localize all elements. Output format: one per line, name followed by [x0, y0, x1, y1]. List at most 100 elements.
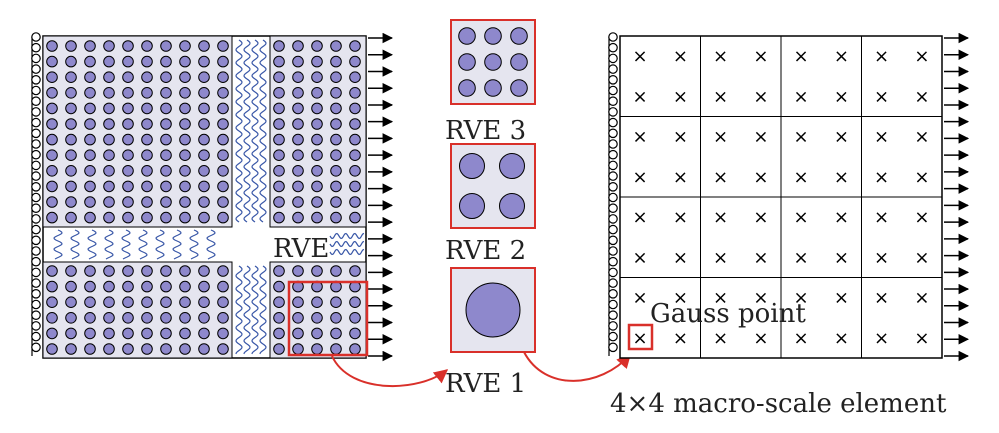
fiber	[349, 180, 361, 193]
wavy-line	[329, 248, 365, 256]
fiber	[160, 149, 172, 161]
macro-element-caption: 4×4 macro-scale element	[610, 389, 947, 419]
roller	[608, 182, 618, 192]
fiber	[141, 71, 153, 83]
fiber	[122, 312, 134, 324]
gauss-point-cross: ×	[673, 247, 688, 268]
roller	[608, 75, 618, 85]
fiber	[349, 118, 361, 130]
fiber	[160, 40, 172, 52]
fiber	[273, 280, 285, 293]
rve1-to-gauss-point-connector	[523, 351, 631, 382]
roller	[31, 42, 41, 53]
fiber	[84, 196, 96, 208]
fiber	[160, 211, 172, 224]
fiber	[103, 133, 115, 146]
fiber	[292, 133, 304, 146]
fiber	[122, 149, 134, 161]
gauss-point-cross: ×	[633, 328, 648, 349]
fiber	[84, 102, 96, 115]
roller	[608, 246, 618, 256]
fiber	[84, 71, 96, 83]
fiber	[84, 312, 96, 324]
roller	[31, 278, 41, 288]
wavy-line	[104, 229, 114, 260]
composite-block-top-right	[269, 35, 367, 228]
fiber	[273, 211, 285, 224]
fiber-array	[46, 40, 361, 355]
fiber	[311, 55, 323, 68]
composite-block-top-left	[42, 35, 233, 228]
fiber	[292, 211, 304, 224]
roller	[31, 85, 41, 96]
wavy-line	[172, 229, 182, 260]
wavy-interface-layers	[53, 39, 365, 355]
fiber	[84, 40, 96, 52]
fiber	[330, 55, 342, 68]
fiber	[46, 180, 58, 193]
gauss-point-cross: ×	[753, 86, 768, 107]
fiber	[179, 265, 191, 277]
wavy-line	[329, 240, 365, 248]
fiber	[122, 102, 134, 115]
gauss-point-cross: ×	[753, 328, 768, 349]
gauss-point-cross: ×	[753, 46, 768, 67]
wavy-line	[329, 232, 365, 240]
gauss-point-cross: ×	[673, 167, 688, 188]
roller	[608, 128, 618, 139]
fiber	[103, 149, 115, 161]
fiber	[330, 180, 342, 193]
gauss-point-cross: ×	[673, 288, 688, 309]
fiber	[217, 296, 229, 309]
gauss-point-cross: ×	[713, 167, 728, 188]
fiber	[103, 40, 115, 52]
fiber	[46, 133, 58, 146]
rve-2-fiber	[459, 193, 485, 219]
fiber	[160, 87, 172, 99]
fiber	[330, 312, 342, 324]
fiber	[349, 196, 361, 208]
fiber	[160, 165, 172, 177]
fiber	[217, 71, 229, 83]
fiber	[273, 327, 285, 340]
gauss-point-cross: ×	[834, 207, 849, 228]
rve-3-fiber	[458, 79, 476, 97]
roller	[608, 107, 618, 117]
fiber	[330, 296, 342, 309]
fiber	[273, 196, 285, 208]
roller	[31, 53, 41, 64]
fiber	[330, 102, 342, 115]
fiber	[141, 180, 153, 193]
composite-block-bottom-right	[269, 261, 367, 359]
fiber	[273, 102, 285, 115]
rve-3-fiber	[458, 27, 476, 45]
roller	[31, 171, 41, 181]
fiber	[141, 87, 153, 99]
fiber	[141, 280, 153, 293]
gauss-point-cross: ×	[633, 207, 648, 228]
rve-2: RVE 2	[445, 143, 536, 266]
gauss-point-cross: ×	[713, 247, 728, 268]
fiber	[292, 180, 304, 193]
fiber	[179, 55, 191, 68]
fiber	[46, 71, 58, 83]
fiber	[349, 55, 361, 68]
fiber	[217, 133, 229, 146]
fiber	[330, 71, 342, 83]
roller	[31, 64, 41, 74]
rve-to-rve1-connector	[331, 355, 449, 388]
roller-supports-right	[608, 32, 618, 356]
gauss-point-cross: ×	[673, 127, 688, 148]
gauss-point-cross: ×	[834, 86, 849, 107]
gauss-point-cross: ×	[874, 86, 889, 107]
roller	[608, 149, 618, 160]
gauss-point-cross: ×	[834, 247, 849, 268]
gauss-point-cross: ×	[834, 167, 849, 188]
roller	[31, 310, 41, 320]
fiber	[160, 327, 172, 340]
wavy-line	[259, 39, 267, 223]
fiber	[160, 180, 172, 193]
gauss-point-cross: ×	[673, 328, 688, 349]
fiber	[103, 55, 115, 68]
